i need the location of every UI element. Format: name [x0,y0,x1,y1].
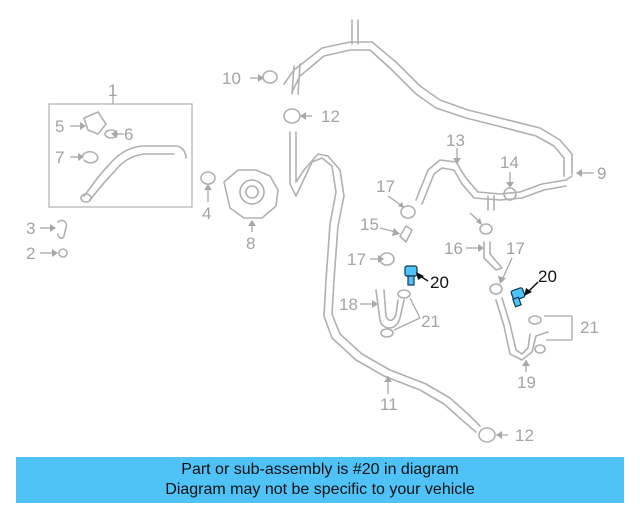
callout-4: 4 [202,204,211,223]
part-15-17-left [370,195,416,266]
part-8 [223,169,279,232]
callout-1: 1 [108,81,117,100]
callout-12-lower: 12 [515,426,534,445]
part-10 [250,70,278,84]
callout-17-mid: 17 [347,250,366,269]
part-11-pipe [289,131,481,433]
callout-2: 2 [26,244,35,263]
callout-17-top: 17 [376,177,395,196]
callout-labels: 1 2 3 4 5 6 7 8 9 10 11 12 12 13 14 15 1… [26,69,606,445]
callout-10: 10 [222,69,241,88]
part-16-17-right [466,212,513,295]
callout-12-upper: 12 [321,107,340,126]
part-group-1 [48,85,193,208]
part-20-bolt-left [404,265,429,286]
banner-line-part: Part or sub-assembly is #20 in diagram [181,461,459,478]
callout-13: 13 [446,131,465,150]
callout-8: 8 [246,234,255,253]
callout-15: 15 [360,215,379,234]
part-20-bolt-right [510,281,539,308]
callout-20-left: 20 [430,273,449,292]
callout-17-right: 17 [506,239,525,258]
callout-21-left: 21 [421,312,440,331]
part-12-lower [478,427,508,443]
callout-14: 14 [500,153,519,172]
part-9-pipe [283,19,594,177]
banner-line-disclaimer: Diagram may not be specific to your vehi… [165,481,475,498]
callout-7: 7 [55,148,64,167]
info-banner: Part or sub-assembly is #20 in diagram D… [16,457,624,503]
part-12-upper [283,108,312,124]
part-21-right [528,315,573,341]
part-4 [200,171,216,202]
callout-20-right: 20 [538,267,557,286]
part-21-left [380,289,421,338]
part-19 [495,297,549,372]
callout-18: 18 [339,295,358,314]
part-13 [415,148,573,211]
callout-9: 9 [597,164,606,183]
callout-6: 6 [124,125,133,144]
callout-3: 3 [26,219,35,238]
callout-5: 5 [55,117,64,136]
callout-19: 19 [517,373,536,392]
callout-16: 16 [444,239,463,258]
callout-21-right: 21 [580,318,599,337]
part-14 [503,172,517,201]
part-2-3 [40,219,68,258]
callout-11: 11 [380,395,398,414]
part-18 [360,289,405,329]
